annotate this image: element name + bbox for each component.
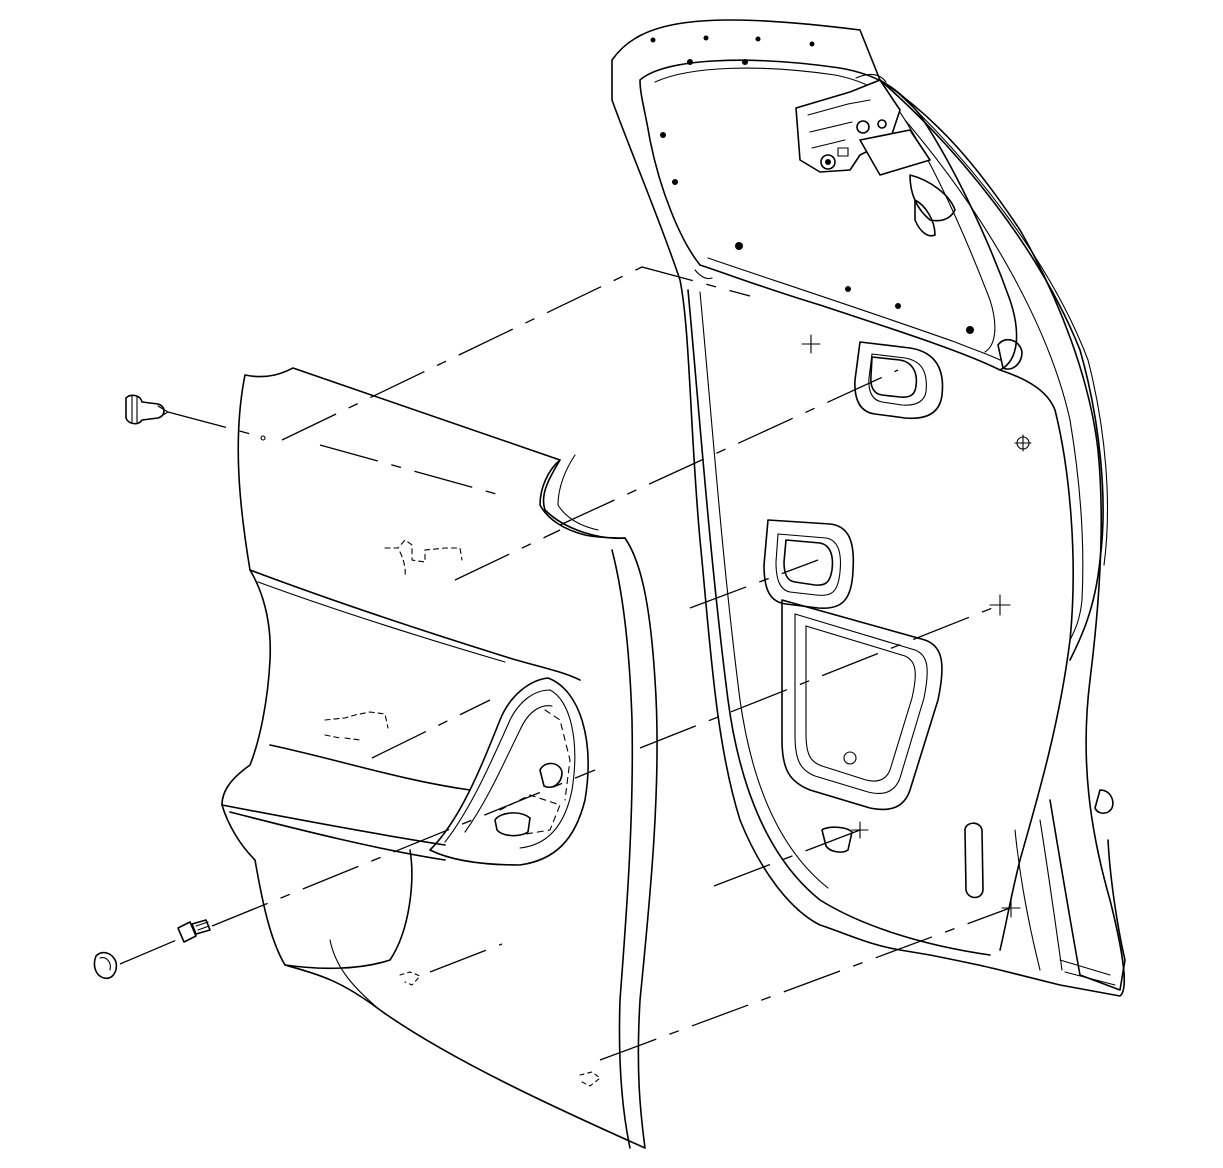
trim-screw bbox=[177, 919, 211, 943]
exploded-view-leader-lines bbox=[119, 266, 1021, 1061]
screw-cover bbox=[93, 951, 118, 980]
retainer-clip-pocket bbox=[384, 539, 463, 576]
rear-quarter-trim-panel bbox=[221, 367, 658, 1149]
liftgate-latch-assembly bbox=[795, 73, 931, 176]
retainer-clip-pocket bbox=[324, 711, 389, 741]
retainer-clip-pocket bbox=[399, 971, 421, 986]
push-pin-retainer bbox=[125, 394, 170, 425]
flange-holes bbox=[650, 35, 974, 334]
retainer-clip-pocket bbox=[579, 1071, 601, 1087]
body-side-inner-panel bbox=[611, 19, 1126, 997]
